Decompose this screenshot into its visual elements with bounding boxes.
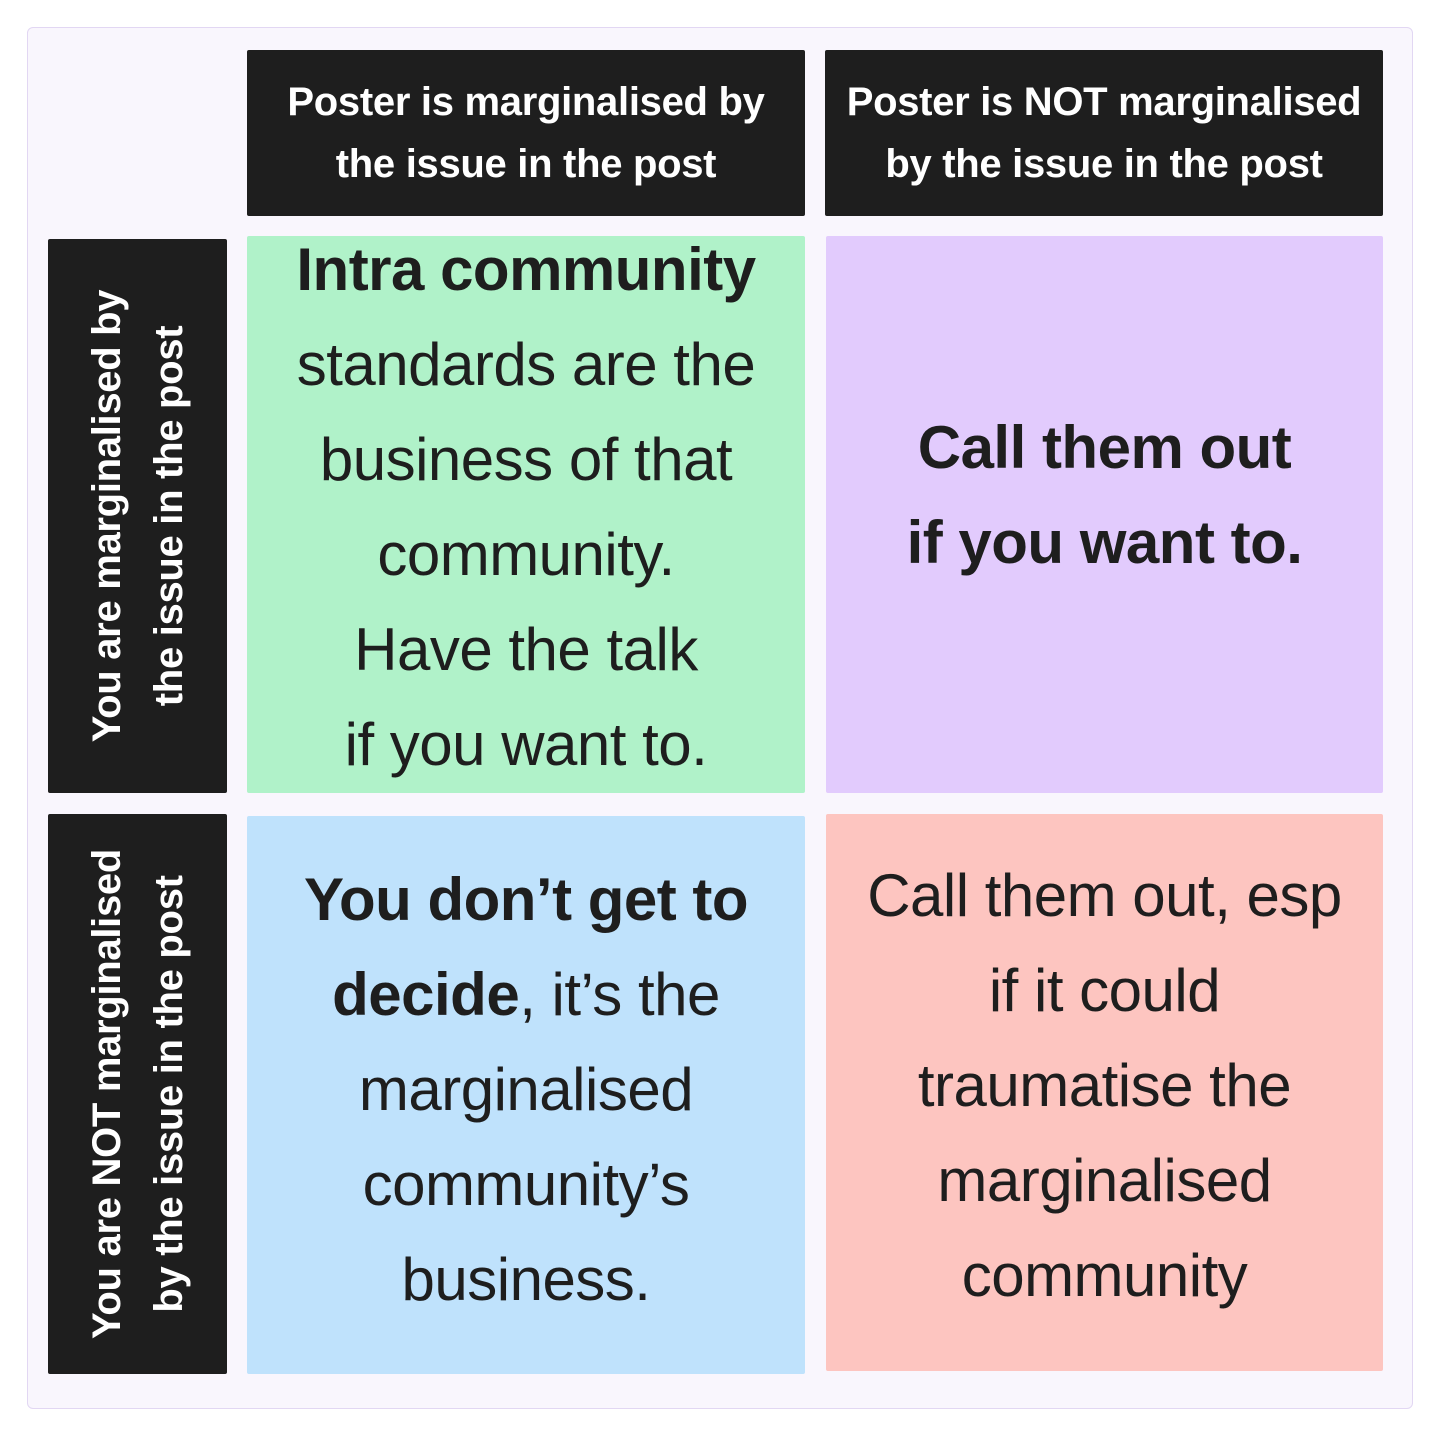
row-header-line: the issue in the post — [146, 325, 191, 707]
quadrant-line: if you want to. — [906, 508, 1303, 576]
quadrant-line: traumatise the — [917, 1052, 1292, 1119]
quadrant-line: Have the talk — [354, 616, 698, 683]
quadrant-line: Call them out, esp — [867, 862, 1342, 929]
quadrant-line: You don’t get to — [303, 865, 749, 933]
column-header-line: the issue in the post — [335, 142, 717, 186]
column-header-line: Poster is NOT marginalised — [846, 80, 1362, 124]
quadrant-bottom-right: Call them out, esp if it could traumatis… — [826, 814, 1383, 1371]
quadrant-top-left: Intra community standards are the busine… — [247, 236, 805, 793]
quadrant-line: standards are the — [296, 331, 756, 398]
row-header-line: by the issue in the post — [146, 875, 191, 1313]
quadrant-bottom-left: You don’t get to decide, it’s the margin… — [247, 816, 805, 1374]
column-header-poster-not-marginalised: Poster is NOT marginalised by the issue … — [825, 50, 1383, 216]
quadrant-line: if you want to. — [344, 711, 708, 778]
quadrant-line: community’s — [362, 1150, 690, 1218]
quadrant-line: business. — [401, 1245, 651, 1313]
row-header-line: You are marginalised by — [84, 289, 129, 743]
row-header-you-not-marginalised: You are NOT marginalised by the issue in… — [48, 814, 227, 1374]
quadrant-line: marginalised — [937, 1147, 1272, 1214]
quadrant-line: if it could — [988, 957, 1221, 1024]
quadrant-line: Intra community — [296, 236, 756, 303]
quadrant-bold-fragment: decide — [332, 960, 520, 1028]
quadrant-line-fragment: , it’s the — [519, 960, 720, 1028]
row-header-you-marginalised: You are marginalised by the issue in the… — [48, 239, 227, 793]
quadrant-line: community. — [377, 521, 675, 588]
column-header-line: by the issue in the post — [885, 142, 1323, 186]
quadrant-line: Call them out — [917, 413, 1292, 481]
row-header-line: You are NOT marginalised — [84, 849, 129, 1339]
quadrant-top-right: Call them out if you want to. — [826, 236, 1383, 793]
quadrant-line: business of that — [319, 426, 733, 493]
quadrant-line: marginalised — [358, 1055, 694, 1123]
quadrant-line: community — [961, 1242, 1248, 1309]
column-header-line: Poster is marginalised by — [287, 80, 765, 124]
column-header-poster-marginalised: Poster is marginalised by the issue in t… — [247, 50, 805, 216]
